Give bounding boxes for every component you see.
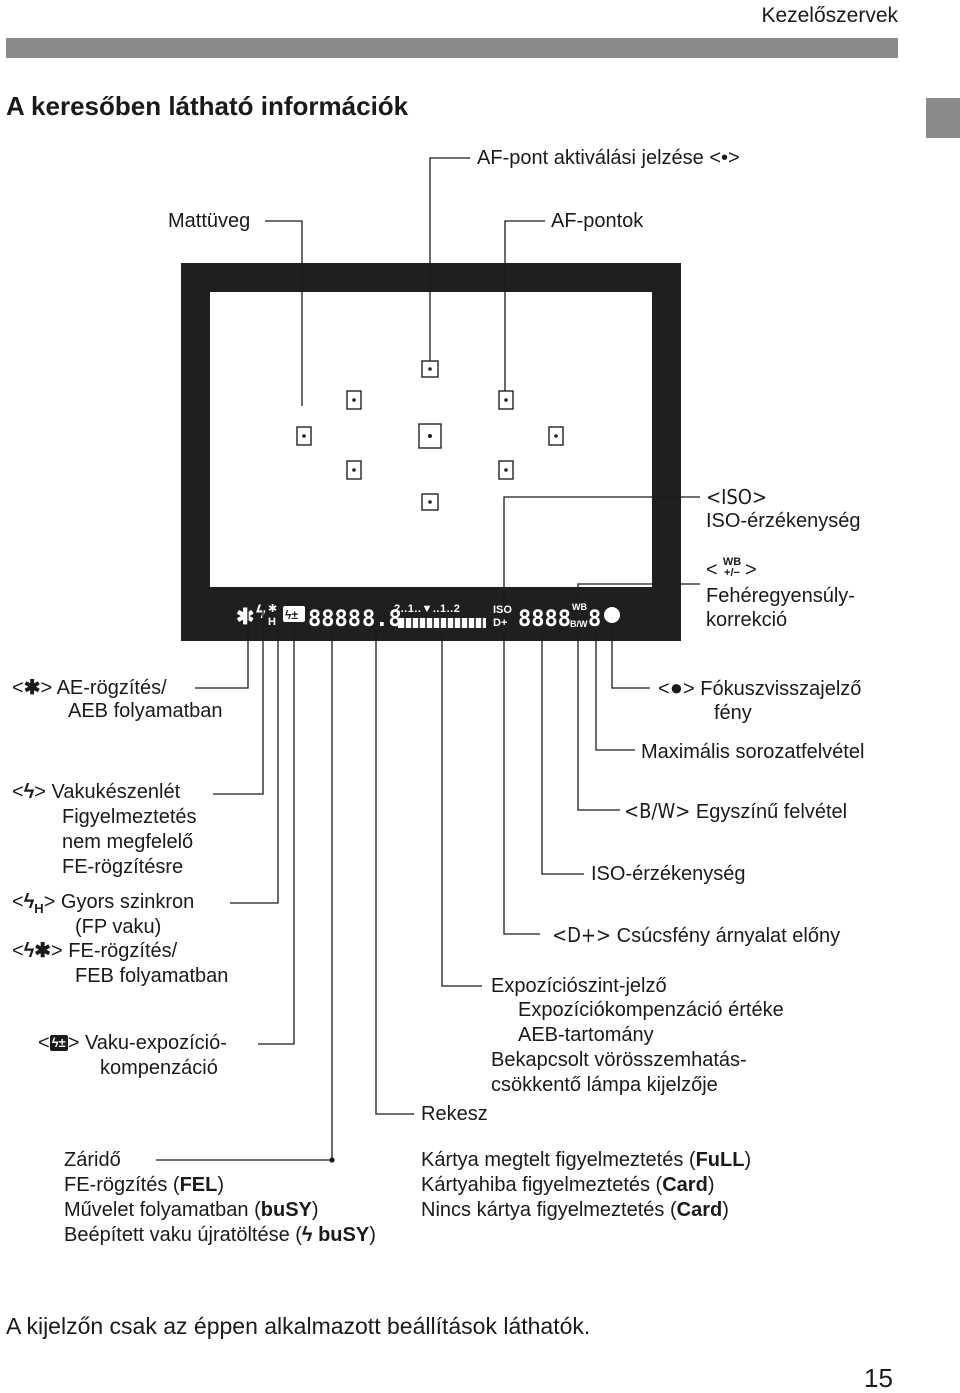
hs-sync-line2: (FP vaku) xyxy=(75,916,162,938)
shutter-digits: 8888 xyxy=(308,607,361,632)
exposure-level-bar xyxy=(398,618,486,628)
fel-label: FE-rögzítés (FEL) xyxy=(64,1174,225,1196)
dplus-text: Csúcsfény árnyalat előny xyxy=(616,925,841,947)
matte-label: Mattüveg xyxy=(168,210,251,232)
bw-lcd-icon: B/W xyxy=(570,619,588,629)
fe-lock-icon: ✱ xyxy=(268,603,277,615)
af-points-label: AF-pontok xyxy=(551,210,644,232)
card-full-label: Kártya megtelt figyelmeztetés (FuLL) xyxy=(421,1149,752,1171)
wb-correction-icon: WB +/− xyxy=(721,557,743,579)
focusing-screen xyxy=(210,292,652,587)
af-point-grid xyxy=(296,360,564,511)
focus-confirm-line2: fény xyxy=(714,702,752,724)
af-indicator-label: AF-pont aktiválási jelzése <•> xyxy=(477,147,740,169)
fe-lock-label: <ϟ✱> FE-rögzítés/ xyxy=(12,940,178,962)
fe-lock-text: FE-rögzítés/ xyxy=(68,940,178,962)
aperture-digits: 8.8 xyxy=(362,607,402,632)
flash-ready-line3: nem megfelelő xyxy=(62,831,194,853)
flash-comp-text: Vaku-expozíció- xyxy=(84,1032,227,1054)
ae-lock-line2: AEB folyamatban xyxy=(68,700,223,722)
af-point-lower-left xyxy=(346,460,362,480)
lcd-info-strip: ✱ ϟ ✱ H ϟ± 8888 8.8 2..1..▼..1..2 ISO D+… xyxy=(236,602,620,632)
flash-ready-text: Vakukészenlét xyxy=(51,781,181,803)
iso-lcd-icon: ISO xyxy=(493,604,512,616)
bw-text: Egyszínű felvétel xyxy=(695,801,848,823)
ae-lock-text: AE-rögzítés/ xyxy=(56,677,167,699)
focus-confirm-icon xyxy=(604,607,620,623)
af-point-left xyxy=(296,426,312,446)
af-point-center xyxy=(418,423,442,449)
red-eye-label-line2: csökkentő lámpa kijelzője xyxy=(491,1074,718,1096)
busy-label: Művelet folyamatban (buSY) xyxy=(64,1199,319,1221)
exposure-comp-label: Expozíciókompenzáció értéke xyxy=(518,999,784,1021)
red-eye-label-line1: Bekapcsolt vörösszemhatás- xyxy=(491,1049,747,1071)
focus-confirm-text: Fókuszvisszajelző xyxy=(700,678,862,700)
af-point-lower-right xyxy=(498,460,514,480)
af-point-upper-left xyxy=(346,390,362,410)
wb-icon-bottom: +/− xyxy=(724,567,740,579)
chapter-tab xyxy=(926,98,960,138)
hs-sync-text: Gyors szinkron xyxy=(60,891,195,913)
aeb-range-label: AEB-tartomány xyxy=(518,1024,654,1046)
wb-label-line1: Fehéregyensúly- xyxy=(706,585,855,607)
shutter-label: Záridő xyxy=(64,1149,121,1171)
iso-digits: 8888 xyxy=(518,607,571,632)
flash-ready-label: <ϟ> Vakukészenlét xyxy=(12,781,181,803)
dplus-lcd-icon: D+ xyxy=(493,617,507,629)
iso-sensitivity-label: ISO-érzékenység xyxy=(591,863,746,885)
iso-sensitivity-top-label: ISO-érzékenység xyxy=(706,510,861,532)
flash-comp-icon xyxy=(283,606,305,622)
flash-ready-icon: ϟ xyxy=(256,602,266,622)
card-error-label: Kártyahiba figyelmeztetés (Card) xyxy=(421,1174,715,1196)
exposure-level-label: Expozíciószint-jelző xyxy=(491,975,667,997)
exposure-scale: 2..1..▼..1..2 xyxy=(394,603,460,615)
bw-symbol: <B/W> xyxy=(624,799,691,823)
high-speed-sync-icon: H xyxy=(268,616,276,628)
af-point-right xyxy=(548,426,564,446)
ae-lock-label: <✱> AE-rögzítés/ xyxy=(12,677,167,699)
section-header: Kezelőszervek xyxy=(761,4,898,27)
af-point-bottom xyxy=(421,493,439,511)
footer-note: A kijelzőn csak az éppen alkalmazott beá… xyxy=(6,1313,591,1339)
bw-label: <B/W> Egyszínű felvétel xyxy=(624,799,847,824)
iso-symbol-label: <ISO> xyxy=(706,485,768,509)
aperture-label: Rekesz xyxy=(421,1103,488,1125)
header-bar xyxy=(6,38,898,58)
dplus-symbol: <D+> xyxy=(552,923,612,947)
wb-symbol-close: > xyxy=(745,559,757,581)
no-card-label: Nincs kártya figyelmeztetés (Card) xyxy=(421,1199,729,1221)
max-burst-label: Maximális sorozatfelvétel xyxy=(641,741,865,763)
wb-symbol-open: < xyxy=(706,559,718,581)
wb-lcd-icon: WB xyxy=(572,602,587,612)
ae-lock-icon: ✱ xyxy=(236,604,254,629)
wb-label-line2: korrekció xyxy=(706,609,788,631)
page-title: A keresőben látható információk xyxy=(6,91,409,121)
flash-recharge-label: Beépített vaku újratöltése (ϟ buSY) xyxy=(64,1224,376,1246)
fe-lock-line2: FEB folyamatban xyxy=(75,965,229,987)
flash-ready-line4: FE-rögzítésre xyxy=(62,856,184,878)
hs-sync-label: <ϟH> Gyors szinkron xyxy=(12,891,195,916)
max-burst-digit: 8 xyxy=(588,607,601,632)
dplus-label: <D+> Csúcsfény árnyalat előny xyxy=(552,923,840,948)
flash-comp-line2: kompenzáció xyxy=(100,1057,218,1079)
wb-icon-top: WB xyxy=(722,556,742,568)
flash-comp-label: <ϟ±> Vaku-expozíció- xyxy=(38,1032,227,1054)
focus-confirm-label: <●> Fókuszvisszajelző xyxy=(658,675,862,701)
svg-text:ϟ±: ϟ± xyxy=(285,608,298,622)
page-number: 15 xyxy=(864,1363,893,1393)
flash-ready-line2: Figyelmeztetés xyxy=(62,806,197,828)
af-point-upper-right xyxy=(498,390,514,410)
